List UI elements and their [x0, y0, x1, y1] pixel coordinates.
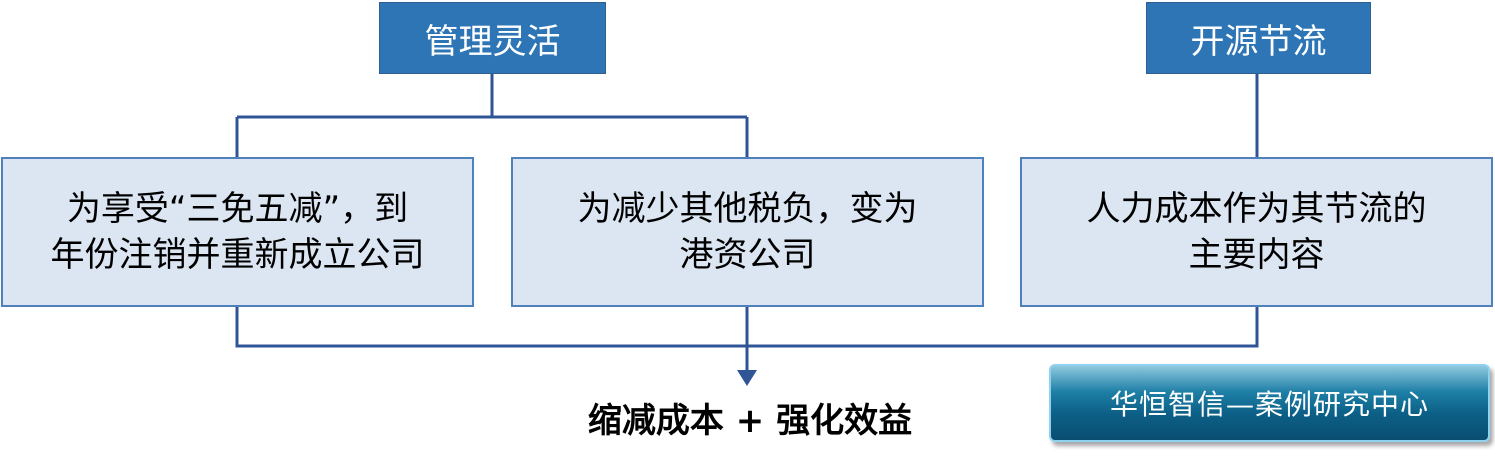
- header-left-label: 管理灵活: [424, 21, 561, 62]
- watermark-text: 华恒智信—案例研究中心: [1109, 388, 1429, 421]
- box-hk-company: 为减少其他税负，变为 港资公司: [511, 157, 984, 307]
- result-label: 缩减成本 + 强化效益: [587, 400, 913, 441]
- box-2-line-1: 为减少其他税负，变为: [577, 189, 918, 229]
- box-reregister-company: 为享受“三免五减”，到 年份注销并重新成立公司: [1, 157, 474, 307]
- arrow-down-icon: [737, 370, 757, 386]
- box-3-line-2: 主要内容: [1188, 235, 1325, 275]
- box-3-line-1: 人力成本作为其节流的: [1086, 189, 1427, 229]
- header-open-source-reduce-cost: 开源节流: [1146, 2, 1371, 74]
- header-right-label: 开源节流: [1190, 21, 1327, 62]
- header-management-flexible: 管理灵活: [379, 2, 606, 74]
- box-labor-cost: 人力成本作为其节流的 主要内容: [1020, 157, 1493, 307]
- watermark-badge: 华恒智信—案例研究中心: [1049, 364, 1490, 442]
- box-1-line-2: 年份注销并重新成立公司: [50, 235, 425, 275]
- box-2-line-2: 港资公司: [679, 235, 816, 275]
- connector-header-left: [235, 74, 749, 157]
- connector-bottom: [235, 307, 1259, 372]
- box-1-line-1: 为享受“三免五减”，到: [66, 189, 409, 229]
